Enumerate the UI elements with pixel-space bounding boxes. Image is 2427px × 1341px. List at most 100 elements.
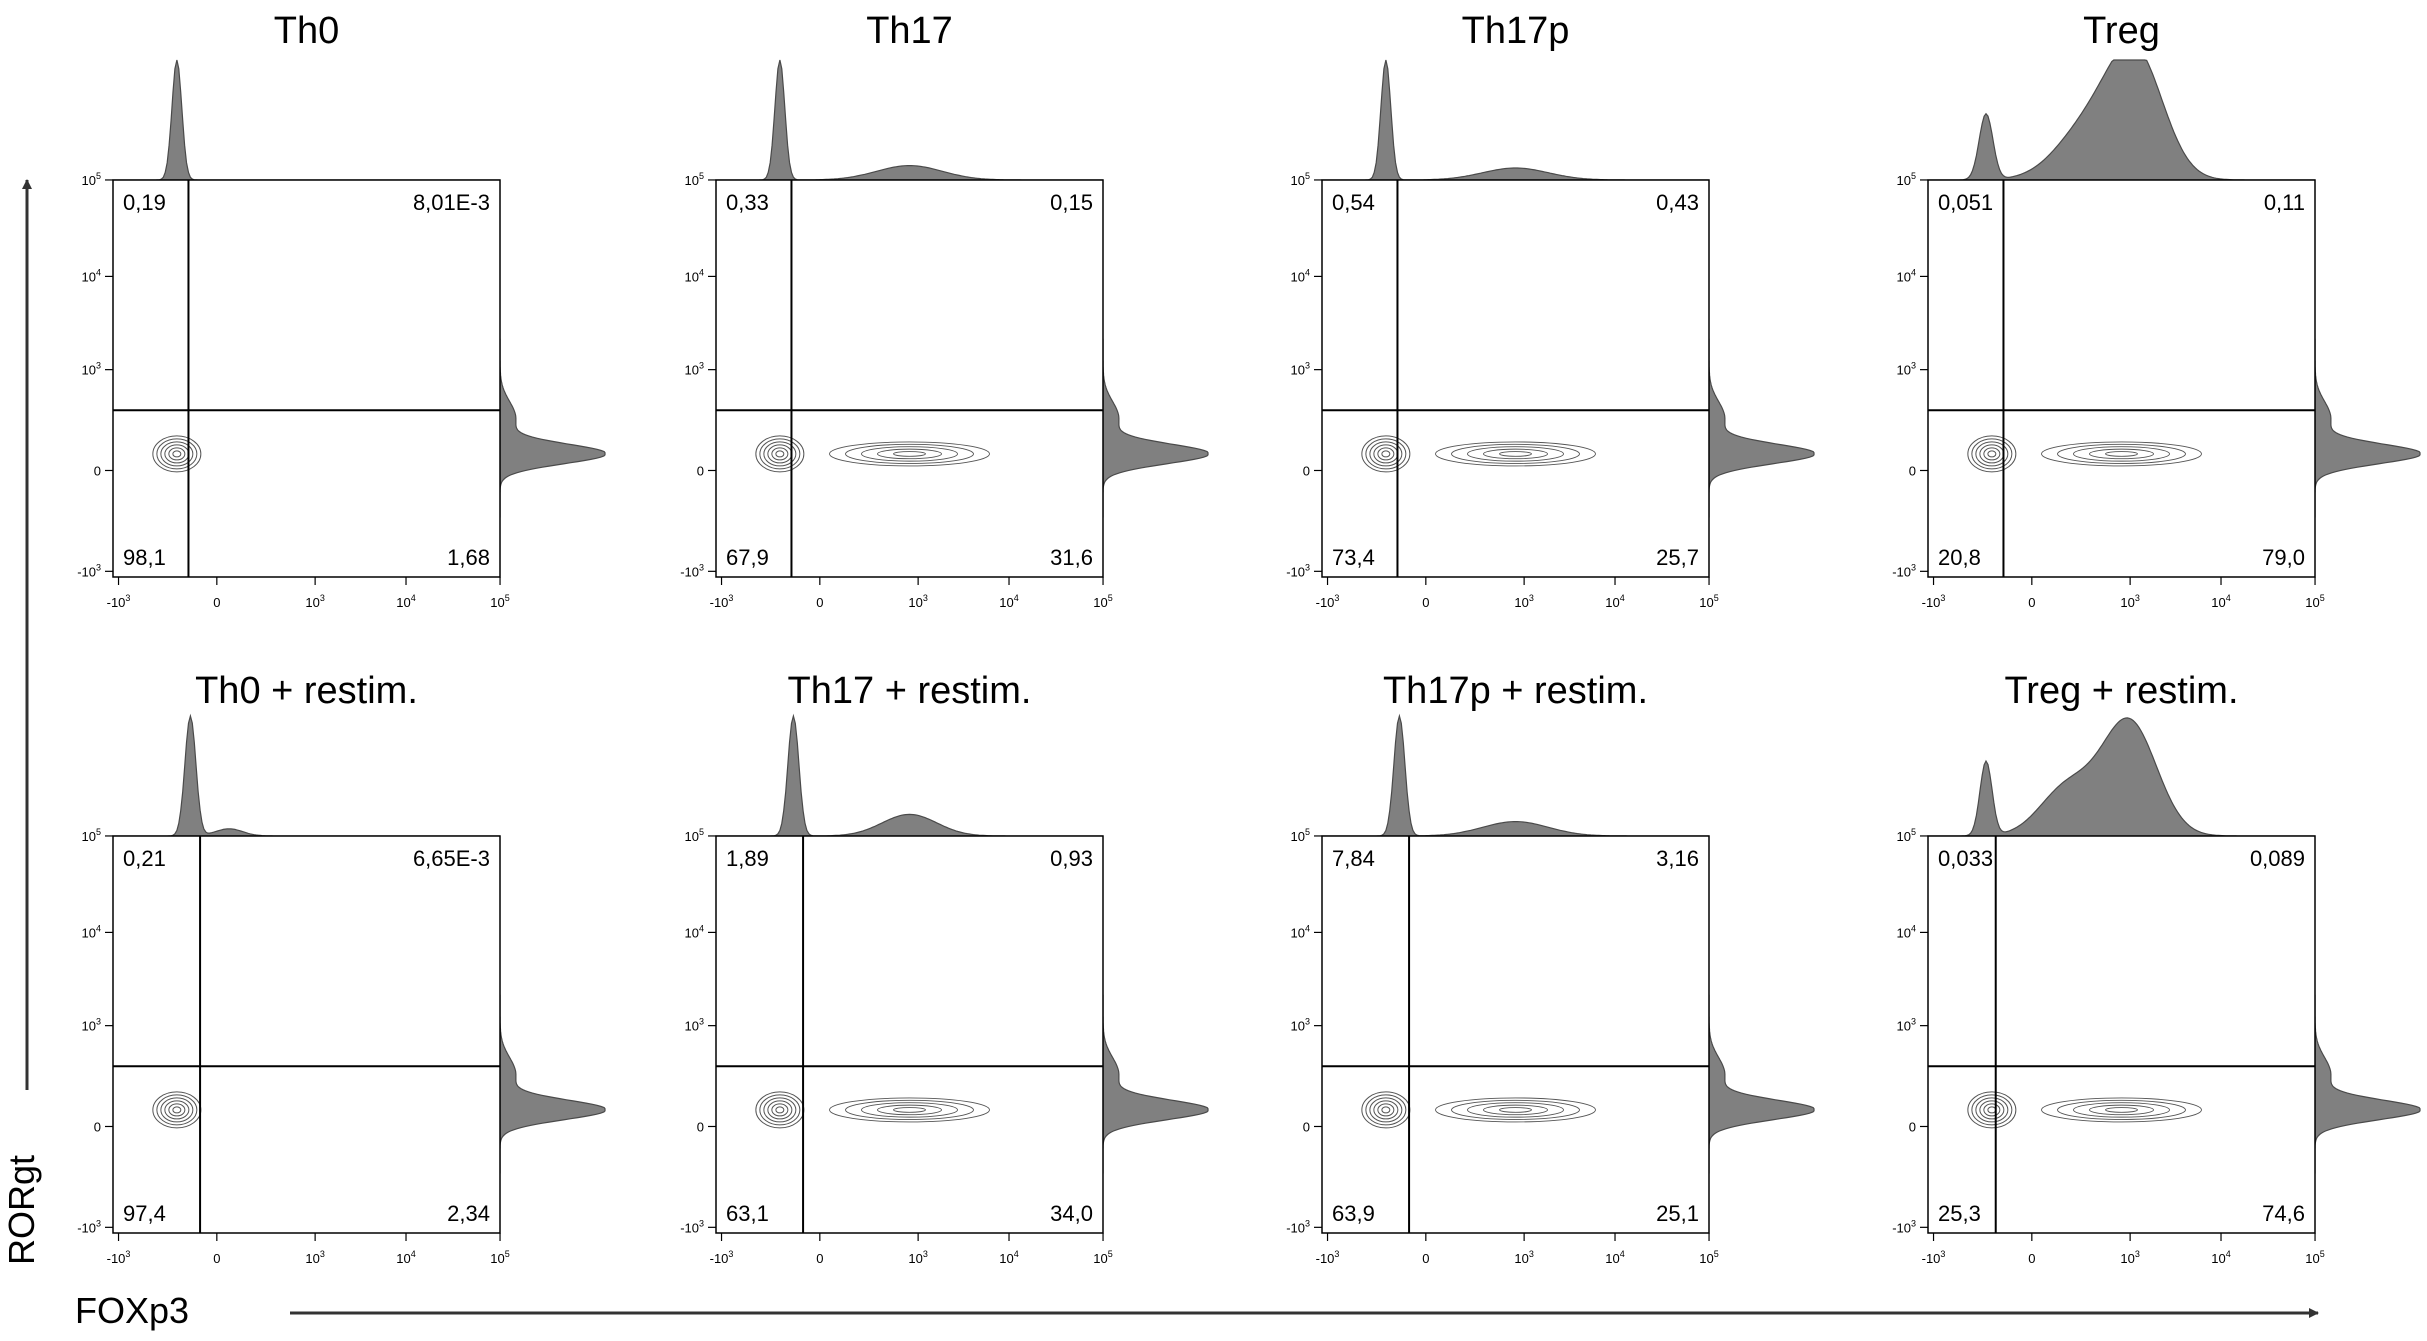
y-tick-label: 0 [1303,463,1310,478]
contour-line [1987,450,1997,458]
contour-line [2105,451,2138,457]
plot-frame [112,179,501,578]
quadrant-bottom-right: 31,6 [1050,545,1093,570]
contour-line [1373,1100,1399,1120]
panel-title: Treg + restim. [2004,670,2238,712]
y-tick-label: 103 [685,361,704,378]
contour-line [2041,441,2202,467]
contour-line [2073,446,2170,462]
x-tick-label: 0 [213,595,220,610]
y-tick-label: 0 [94,463,101,478]
panel-title: Th0 + restim. [195,670,418,712]
y-histogram [499,338,606,518]
contour-line [1971,438,2013,470]
contour-line [861,1102,958,1118]
x-histogram [716,713,1103,837]
x-tick-label: 104 [2211,1249,2230,1266]
x-tick-label: 103 [1514,1249,1533,1266]
contour-line [1983,447,2001,461]
x-tick-label: -103 [1922,593,1946,610]
x-tick-label: -103 [710,1249,734,1266]
quadrant-bottom-left: 98,1 [123,545,166,570]
quadrant-bottom-left: 97,4 [123,1201,166,1226]
x-tick-label: 104 [1605,593,1624,610]
y-tick-label: 105 [1291,171,1310,188]
plot-frame [715,835,1104,1234]
panels-grid: Th0 0,19 8,01E-3 98,1 1,68 -103 -103 0 0 103 103 10… [77,10,2421,1266]
contour-line [1377,447,1395,461]
contour-line [829,1097,990,1123]
y-tick-label: -103 [1286,562,1310,579]
contour-line [1435,441,1596,467]
y-tick-label: 105 [82,171,101,188]
contour-line [2089,448,2154,460]
contour-line [2057,1099,2186,1120]
y-tick-label: 0 [697,1119,704,1134]
contour-line [2041,1097,2202,1123]
y-tick-label: 105 [685,827,704,844]
x-axis-label: FOXp3 [75,1290,189,1331]
y-tick-label: 104 [685,267,704,284]
panel-title: Th0 [274,10,339,52]
panel-title: Th17 + restim. [788,670,1032,712]
quadrant-top-left: 0,19 [123,190,166,215]
y-tick-label: 0 [697,463,704,478]
contour-line [763,1097,797,1123]
x-tick-label: 0 [816,595,823,610]
contour-line [1381,1106,1391,1114]
contour-line [1369,1097,1403,1123]
y-tick-label: 104 [1897,267,1916,284]
quadrant-bottom-right: 25,7 [1656,545,1699,570]
y-tick-label: 103 [82,1017,101,1034]
contour-line [172,1106,182,1114]
quadrant-top-left: 0,33 [726,190,769,215]
y-tick-label: 105 [82,827,101,844]
contour-line [877,448,942,460]
contour-line [156,438,198,470]
contour-line [1967,435,2017,473]
y-tick-label: 104 [1291,267,1310,284]
contour-line [1967,1091,2017,1129]
x-tick-label: 105 [490,593,509,610]
quadrant-top-right: 0,43 [1656,190,1699,215]
x-histogram [113,713,500,837]
x-histogram [1928,717,2315,837]
contour-line [829,441,990,467]
x-tick-label: 103 [305,1249,324,1266]
contour-line [152,435,202,473]
contour-line [1975,441,2009,467]
x-tick-label: 105 [2305,1249,2324,1266]
x-tick-label: 105 [2305,593,2324,610]
contour-line [2073,1102,2170,1118]
quadrant-top-left: 0,21 [123,846,166,871]
quadrant-top-left: 0,051 [1938,190,1993,215]
contour-line [755,435,805,473]
y-tick-label: 103 [1291,1017,1310,1034]
contour-line [156,1094,198,1126]
x-tick-label: 103 [2120,1249,2139,1266]
y-tick-label: 103 [685,1017,704,1034]
contour-line [1377,1103,1395,1117]
contour-line [1483,448,1548,460]
contour-line [1979,1100,2005,1120]
contour-line [877,1104,942,1116]
contour-line [763,441,797,467]
quadrant-top-right: 0,15 [1050,190,1093,215]
y-tick-label: -103 [77,562,101,579]
x-tick-label: 105 [1093,593,1112,610]
plot-frame [715,179,1104,578]
contour-line [775,450,785,458]
contour-line [2105,1107,2138,1113]
y-tick-label: 0 [1909,1119,1916,1134]
quadrant-top-right: 8,01E-3 [413,190,490,215]
x-tick-label: 103 [908,593,927,610]
quadrant-bottom-right: 1,68 [447,545,490,570]
y-axis-label: RORgt [1,1155,42,1265]
contour-line [164,1100,190,1120]
